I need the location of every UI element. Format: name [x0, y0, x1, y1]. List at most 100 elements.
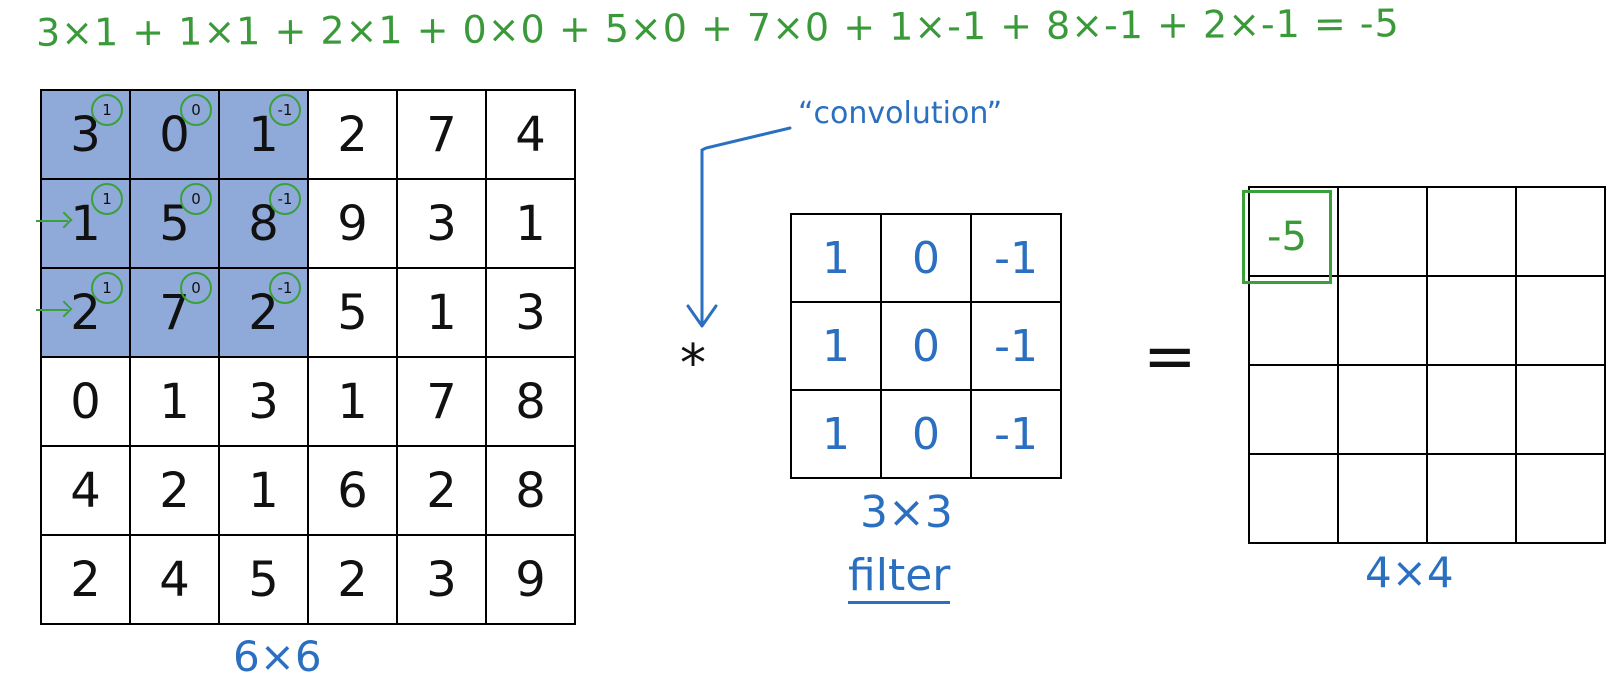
input-cell: 3 [398, 180, 487, 269]
input-cell: 2 [309, 91, 398, 180]
input-cell-value: 1 [248, 462, 279, 519]
filter-size-label: 3×3 [860, 487, 953, 538]
input-cell-value: 4 [70, 462, 101, 519]
input-cell: 2 [42, 536, 131, 625]
input-cell-value: 1 [515, 195, 546, 252]
output-cell [1517, 455, 1606, 544]
output-size-label: 4×4 [1365, 548, 1454, 597]
filter-weight-overlay: 1 [91, 183, 123, 215]
input-cell: 4 [131, 536, 220, 625]
input-cell: 2 [131, 447, 220, 536]
input-cell: 3 [220, 358, 309, 447]
output-cell [1428, 188, 1517, 277]
input-cell-value: 1 [159, 373, 190, 430]
output-cell [1339, 366, 1428, 455]
input-cell-value: 7 [426, 106, 457, 163]
filter-weight-overlay: 0 [180, 183, 212, 215]
input-cell: 1 [487, 180, 576, 269]
input-cell: 1 [220, 447, 309, 536]
input-cell: 9 [487, 536, 576, 625]
input-cell: 8 [487, 358, 576, 447]
filter-cell: 0 [882, 391, 972, 479]
equals-operator: = [1143, 320, 1197, 394]
input-cell-value: 3 [515, 284, 546, 341]
convolve-operator: * [680, 334, 706, 394]
filter-weight-overlay: -1 [269, 183, 301, 215]
input-cell: 2 [398, 447, 487, 536]
convolution-annotation: “convolution” [798, 96, 1003, 131]
input-cell: 1 [309, 358, 398, 447]
output-cell [1428, 366, 1517, 455]
input-cell-value: 4 [515, 106, 546, 163]
input-cell: 8 [487, 447, 576, 536]
input-cell: 7 [398, 358, 487, 447]
output-cell [1428, 277, 1517, 366]
filter-cell: -1 [972, 215, 1062, 303]
row-arrow-mark [36, 220, 68, 222]
input-cell-value: 2 [70, 551, 101, 608]
input-cell-value: 0 [70, 373, 101, 430]
output-cell [1339, 277, 1428, 366]
input-cell: 1 [131, 358, 220, 447]
input-cell: 5 [309, 269, 398, 358]
input-cell: 1-1 [220, 91, 309, 180]
input-cell: 8-1 [220, 180, 309, 269]
input-cell: 0 [42, 358, 131, 447]
filter-cell: -1 [972, 391, 1062, 479]
filter-weight-overlay: -1 [269, 272, 301, 304]
input-cell: 7 [398, 91, 487, 180]
row-arrow-mark [36, 309, 68, 311]
input-cell-value: 8 [515, 462, 546, 519]
input-cell-value: 7 [426, 373, 457, 430]
filter-cell: 1 [792, 303, 882, 391]
input-cell-value: 2 [337, 551, 368, 608]
input-cell: 4 [487, 91, 576, 180]
input-cell-value: 2 [159, 462, 190, 519]
input-cell-value: 9 [337, 195, 368, 252]
output-cell [1250, 366, 1339, 455]
filter-cell: 0 [882, 215, 972, 303]
input-cell-value: 1 [337, 373, 368, 430]
output-cell [1250, 455, 1339, 544]
input-cell-value: 3 [248, 373, 279, 430]
input-size-label: 6×6 [233, 632, 322, 681]
output-cell [1517, 188, 1606, 277]
filter-weight-overlay: 0 [180, 272, 212, 304]
filter-cell: 0 [882, 303, 972, 391]
output-cell [1428, 455, 1517, 544]
input-cell: 4 [42, 447, 131, 536]
input-cell-value: 4 [159, 551, 190, 608]
filter-cell: 1 [792, 215, 882, 303]
input-cell: 9 [309, 180, 398, 269]
input-cell: 2 [309, 536, 398, 625]
input-cell-value: 8 [515, 373, 546, 430]
input-cell-value: 6 [337, 462, 368, 519]
input-cell-value: 3 [426, 195, 457, 252]
output-cell [1250, 277, 1339, 366]
input-cell: 3 [487, 269, 576, 358]
input-cell: 5 [220, 536, 309, 625]
output-cell: -5 [1242, 188, 1339, 284]
filter-weight-overlay: 1 [91, 94, 123, 126]
input-cell-value: 5 [337, 284, 368, 341]
filter-cell: 1 [792, 391, 882, 479]
output-matrix: -5 [1242, 186, 1606, 544]
input-cell-value: 3 [426, 551, 457, 608]
output-cell [1339, 188, 1428, 277]
filter-weight-overlay: -1 [269, 94, 301, 126]
input-cell-value: 2 [337, 106, 368, 163]
output-cell [1517, 366, 1606, 455]
input-cell-value: 5 [248, 551, 279, 608]
output-cell [1339, 455, 1428, 544]
output-first-value: -5 [1242, 190, 1332, 284]
input-cell-value: 2 [426, 462, 457, 519]
